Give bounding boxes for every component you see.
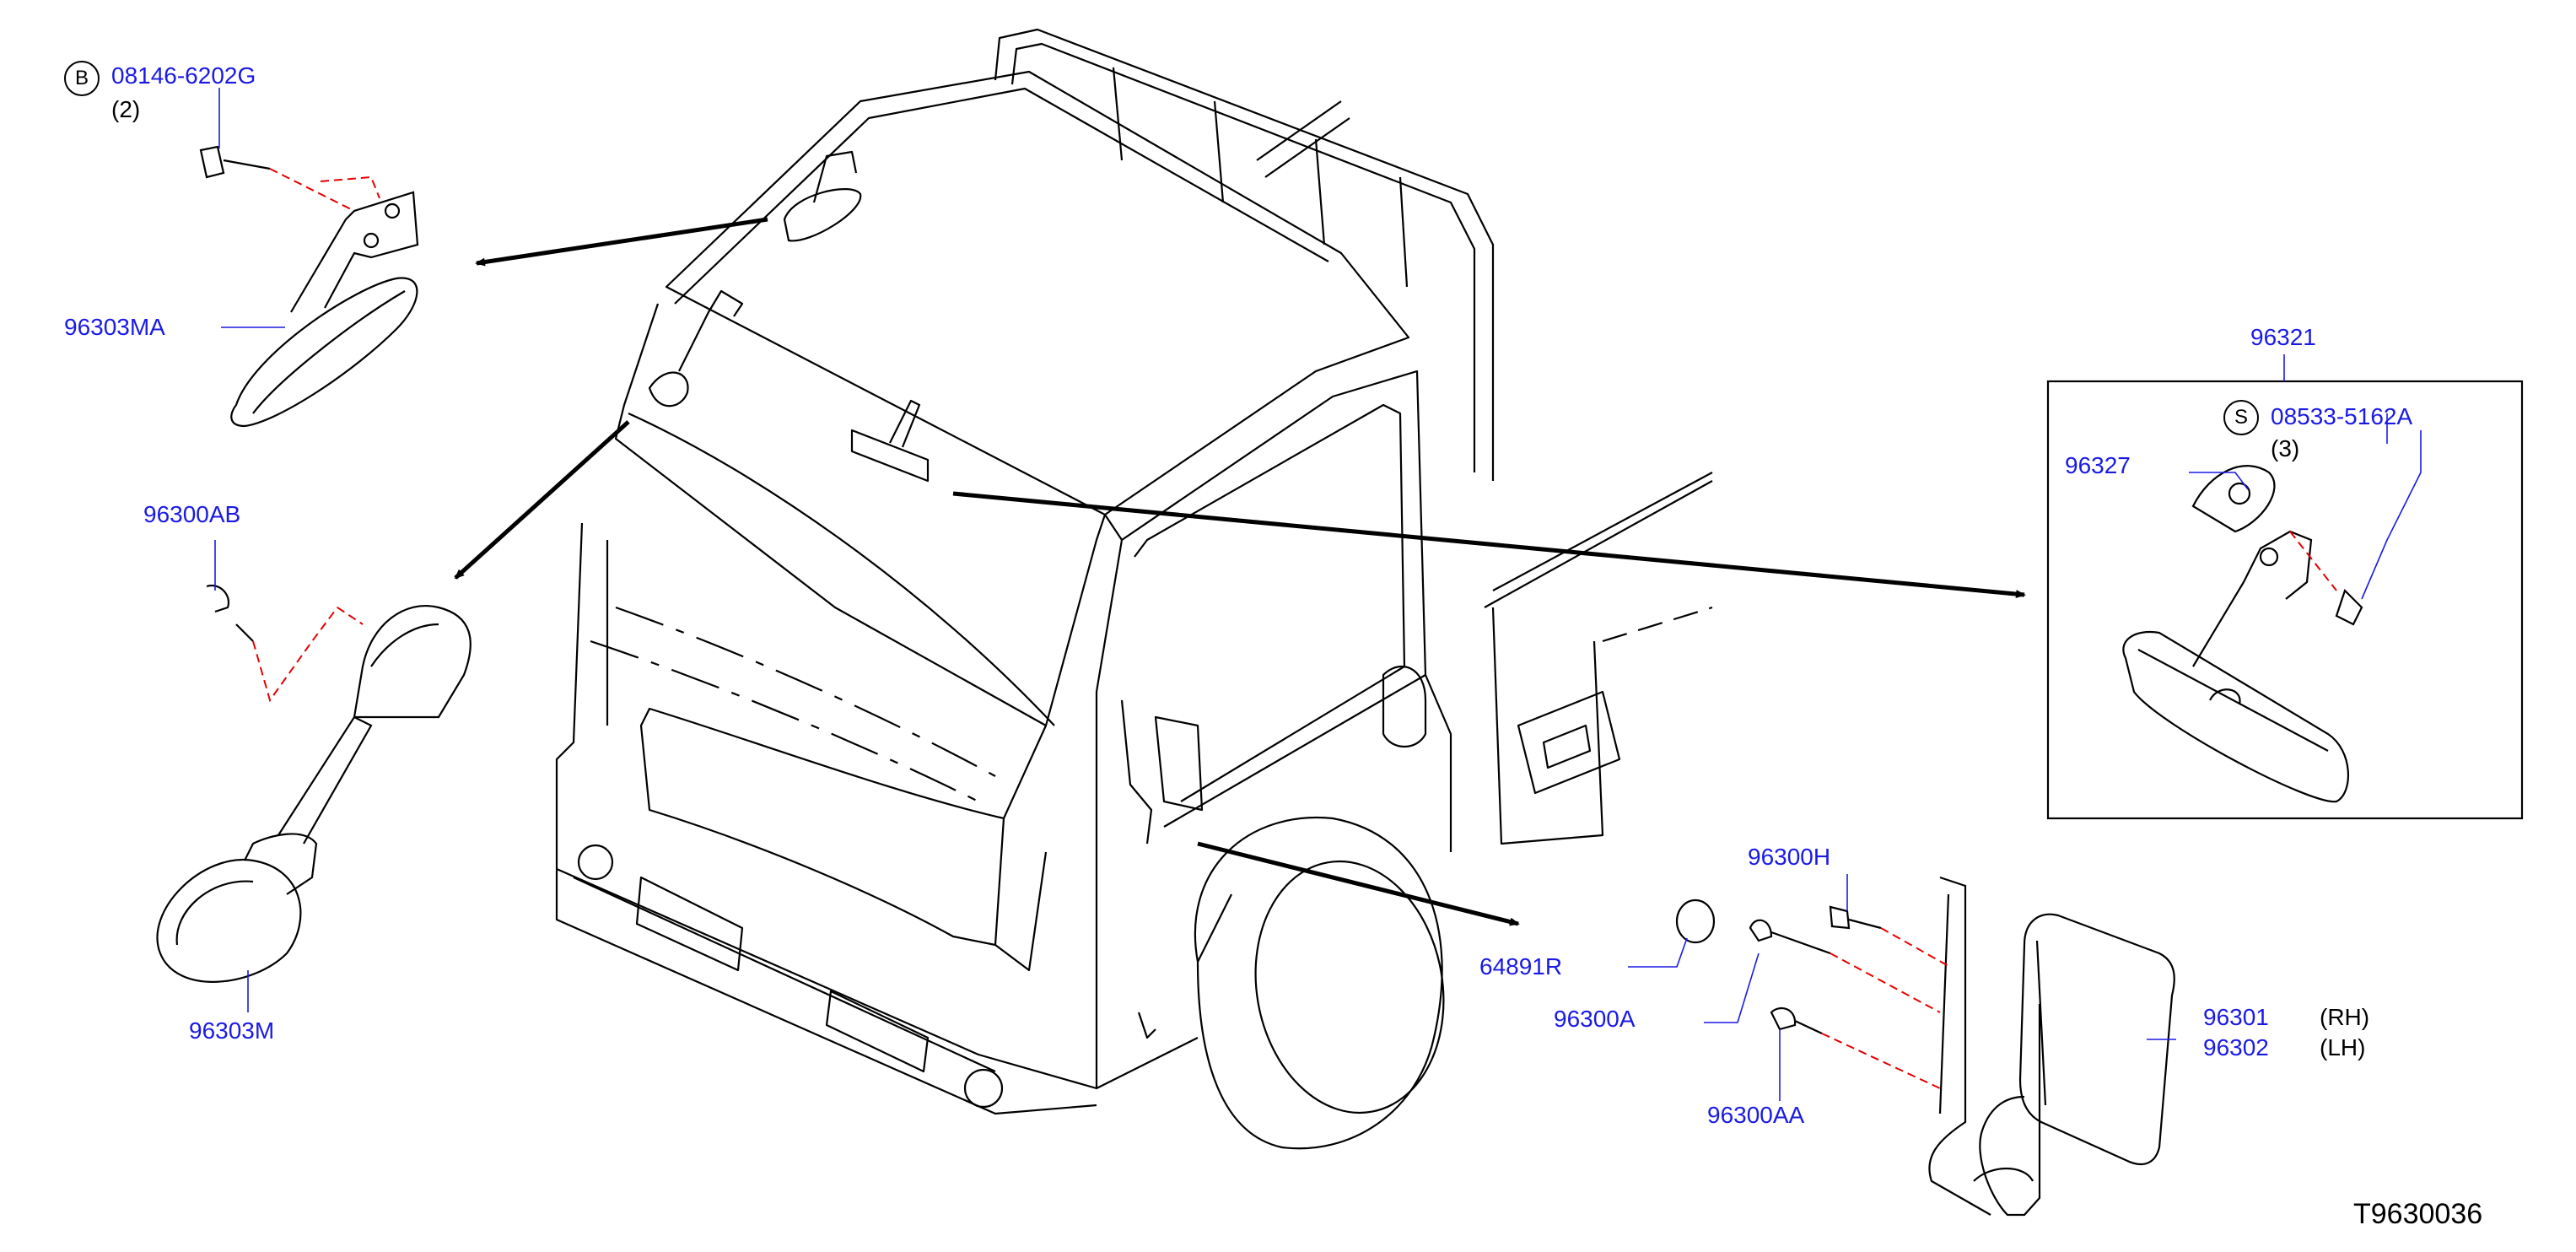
bolt-h-part-number[interactable]: 96300H	[1748, 844, 1831, 870]
mirror-upper-drawing	[199, 145, 419, 428]
cap-part-number[interactable]: 64891R	[1479, 953, 1563, 979]
door-mirror-lh-part-number[interactable]: 96302	[2203, 1034, 2269, 1060]
leader-lines	[214, 88, 2422, 1101]
mirror-lower-part-number[interactable]: 96303M	[189, 1017, 275, 1044]
screw-s-qty: (3)	[2271, 435, 2300, 461]
mirror-lower-drawing	[156, 584, 472, 983]
door-mirror-rh-part-number[interactable]: 96301	[2203, 1004, 2269, 1030]
bolt-b-symbol: B	[64, 61, 100, 96]
bolt-aa-part-number[interactable]: 96300AA	[1707, 1102, 1805, 1128]
bolt-a-part-number[interactable]: 96300A	[1554, 1006, 1636, 1032]
clip-dashed-guide	[252, 607, 364, 703]
door-mirror-lh-side: (LH)	[2320, 1034, 2366, 1060]
callout-arrows	[454, 217, 2026, 926]
truck-cab-outline	[555, 28, 1713, 1150]
clip-upper-part-number[interactable]: 96300AB	[143, 501, 241, 527]
diagram-reference-code: T9630036	[2353, 1198, 2483, 1230]
screw-s-dashed-guide	[2289, 531, 2337, 591]
mount-base-part-number[interactable]: 96327	[2065, 452, 2131, 478]
door-mirror-rh-side: (RH)	[2320, 1004, 2370, 1030]
door-mirror-dashed-guides	[1821, 927, 1949, 1089]
screw-s-part-number[interactable]: 08533-5162A	[2271, 403, 2413, 429]
bolt-b-part-number[interactable]: 08146-6202G	[111, 62, 256, 89]
door-mirror-drawing	[1675, 876, 2175, 1217]
inner-mirror-assy-part-number[interactable]: 96321	[2250, 324, 2316, 350]
bolt-b-dashed-guide	[269, 168, 380, 212]
screw-s-symbol: S	[2223, 400, 2259, 435]
inner-mirror-drawing	[2046, 380, 2524, 820]
mirror-upper-part-number[interactable]: 96303MA	[64, 314, 165, 340]
bolt-b-qty: (2)	[111, 96, 141, 122]
